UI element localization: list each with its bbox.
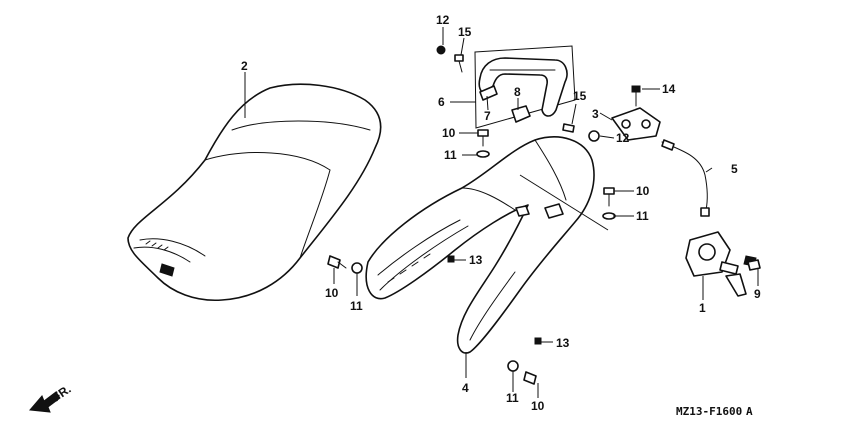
- callout-10-b: 10: [636, 184, 650, 198]
- callout-7: 7: [484, 109, 491, 123]
- hinge-bracket: [611, 85, 661, 141]
- seat: [127, 83, 382, 302]
- callout-5: 5: [731, 162, 738, 176]
- seat-lock-cable: [661, 139, 710, 217]
- hardware: [327, 45, 761, 385]
- callout-11: 11: [444, 148, 457, 162]
- callout-labels: 2 12 15 6 7 8 15 3 12 14 10 11 5 10 11 1…: [241, 13, 761, 413]
- callout-11-d: 11: [506, 391, 519, 405]
- callout-2: 2: [241, 59, 248, 73]
- rear-cowl: [365, 136, 595, 354]
- callout-11-c: 11: [350, 299, 363, 313]
- callout-15: 15: [458, 25, 472, 39]
- callout-1: 1: [699, 301, 706, 315]
- callout-9: 9: [754, 287, 761, 301]
- figure-code-suffix: A: [746, 405, 753, 418]
- leader-lines: [244, 27, 759, 398]
- callout-10-d: 10: [531, 399, 545, 413]
- callout-13: 13: [469, 253, 483, 267]
- callout-12: 12: [436, 13, 450, 27]
- callout-12-b: 12: [616, 131, 630, 145]
- callout-13-b: 13: [556, 336, 570, 350]
- callout-8: 8: [514, 85, 521, 99]
- grab-rail-group: [474, 45, 576, 129]
- seat-lock: [685, 231, 757, 297]
- front-arrow-icon: [28, 391, 61, 413]
- callout-10: 10: [442, 126, 456, 140]
- figure-code: MZ13-F1600 A: [676, 405, 753, 418]
- callout-6: 6: [438, 95, 445, 109]
- rail-cap-8: [511, 105, 531, 123]
- rail-rubber-7: [479, 85, 498, 101]
- callout-10-c: 10: [325, 286, 339, 300]
- callout-3: 3: [592, 107, 599, 121]
- front-direction-indicator: FR.: [28, 382, 74, 413]
- callout-14: 14: [662, 82, 676, 96]
- callout-4: 4: [462, 381, 469, 395]
- callout-11-b: 11: [636, 209, 649, 223]
- callout-15-b: 15: [573, 89, 587, 103]
- figure-code-text: MZ13-F1600: [676, 405, 742, 418]
